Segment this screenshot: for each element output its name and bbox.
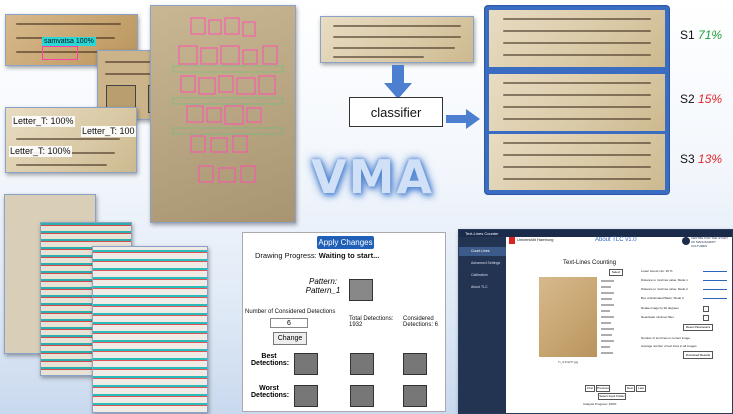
tlc-sidebar-item-count[interactable]: Count Lines [459,247,506,256]
considered-detections: Considered Detections: 6 [403,316,439,328]
tlc-result-2: Average number of text lines in all imag… [641,344,697,348]
score-s1: S1 71% [680,28,723,42]
apply-changes-button[interactable]: Apply Changes [317,236,374,249]
tlc-slider-1[interactable] [703,271,727,272]
tlc-sidebar-item-calibration[interactable]: Calibration [471,273,488,277]
score-s3-value: 13% [698,152,723,166]
tlc-nav-previous[interactable]: Previous [596,385,610,392]
tlc-download-button[interactable]: Download Results [683,351,713,359]
tlc-check-filter: Deactivate min/max filter [641,315,674,319]
tlc-check-rotate: Rotate image by 90 degrees [641,306,679,310]
score-s1-value: 71% [698,28,723,42]
tlc-slider-4[interactable] [703,298,727,299]
pattern-thumbnail [349,279,373,301]
score-s2: S2 15% [680,92,723,106]
best-thumb-1 [294,353,318,375]
tlc-nav-first[interactable]: First [585,385,595,392]
tlc-centre: CENTRE FOR THE STUDY OF MANUSCRIPT CULTU… [691,236,729,248]
change-button[interactable]: Change [273,332,307,345]
detection-label-letter-3: Letter_T: 100% [9,146,72,157]
manuscript-fragment-letters: Letter_T: 100% Letter_T: 100 Letter_T: 1… [5,107,137,173]
considered-label: Number of Considered Detections [245,309,336,315]
drawing-panel: Apply Changes Drawing Progress: Waiting … [242,232,446,412]
manuscript-fragment-top: samvatsa 100% [5,14,138,66]
tlc-main-title: Text-Lines Counting [563,260,617,266]
tlc-window: Text-Lines Counter Count Lines Advanced … [458,229,733,414]
uhh-logo [509,237,515,244]
tlc-university: Universität Hamburg [517,237,554,242]
best-label: Best Detections: [251,353,290,367]
best-thumb-2 [350,353,374,375]
total-detections: Total Detections: 1932 [349,316,394,328]
tlc-setting-4: Box of Estimated Basin: Mode 3 [641,296,684,300]
tlc-sidebar-item-advanced[interactable]: Advanced Settings [471,261,501,265]
tlc-slider-2[interactable] [703,280,727,281]
input-text-sample [320,16,474,63]
tlc-reset-button[interactable]: Reset Parameters [683,324,713,331]
worst-thumb-3 [403,385,427,407]
score-s3: S3 13% [680,152,723,166]
tlc-profile-plot [601,280,614,354]
tlc-header: About TLC v1.0 [595,237,637,243]
seal-icon [682,237,690,245]
classifier-box: classifier [349,97,443,127]
tlc-slider-3[interactable] [703,289,727,290]
tlc-manuscript-image [539,277,597,357]
tlc-progress: Analysis Progress: 100% [583,402,617,406]
tlc-result-1: Number of text lines in current image [641,336,691,340]
tlc-setting-2: Distance to min/max value: Mode 1 [641,278,688,282]
detection-label-letter-1: Letter_T: 100% [12,116,75,127]
score-s2-value: 15% [698,92,723,106]
tlc-select-folder-button[interactable]: Select Input Folder [598,393,626,400]
detection-box [42,46,78,60]
classifier-output-panel [484,5,670,195]
down-arrow-icon [384,65,412,99]
worst-thumb-1 [294,385,318,407]
output-sample-3 [489,134,665,190]
tlc-setting-1: Lower bound min. 30 % [641,269,673,273]
tlc-nav-last[interactable]: Last [636,385,646,392]
tlc-caption: Ti_r19-927r.jpg [558,360,579,364]
right-arrow-icon [446,109,480,129]
manuscript-page-boxes [150,5,296,223]
pattern-label: Pattern: Pattern_1 [305,277,341,295]
considered-input[interactable] [270,318,308,328]
tlc-sidebar-item-about[interactable]: About TLC [471,285,488,289]
page-stack-3 [92,246,208,413]
tlc-checkbox-rotate[interactable] [703,306,709,312]
tlc-sidebar: Count Lines Advanced Settings Calibratio… [459,237,506,413]
tlc-nav-next[interactable]: Next [625,385,635,392]
worst-thumb-2 [350,385,374,407]
output-sample-2 [489,74,665,131]
tlc-titlebar: Text-Lines Counter [459,230,732,237]
output-sample-1 [489,10,665,67]
tlc-select-button[interactable]: Select [609,269,623,276]
best-thumb-3 [403,353,427,375]
tlc-setting-3: Distance to min/max value: Mode 2 [641,287,688,291]
drawing-progress: Drawing Progress: Waiting to start... [255,251,380,260]
classifier-label: classifier [370,104,422,120]
worst-label: Worst Detections: [251,385,290,399]
vma-title: VMA [311,150,434,204]
detection-label-cyan: samvatsa 100% [42,37,96,46]
detection-label-letter-2: Letter_T: 100 [81,126,136,137]
tlc-checkbox-filter[interactable] [703,315,709,321]
